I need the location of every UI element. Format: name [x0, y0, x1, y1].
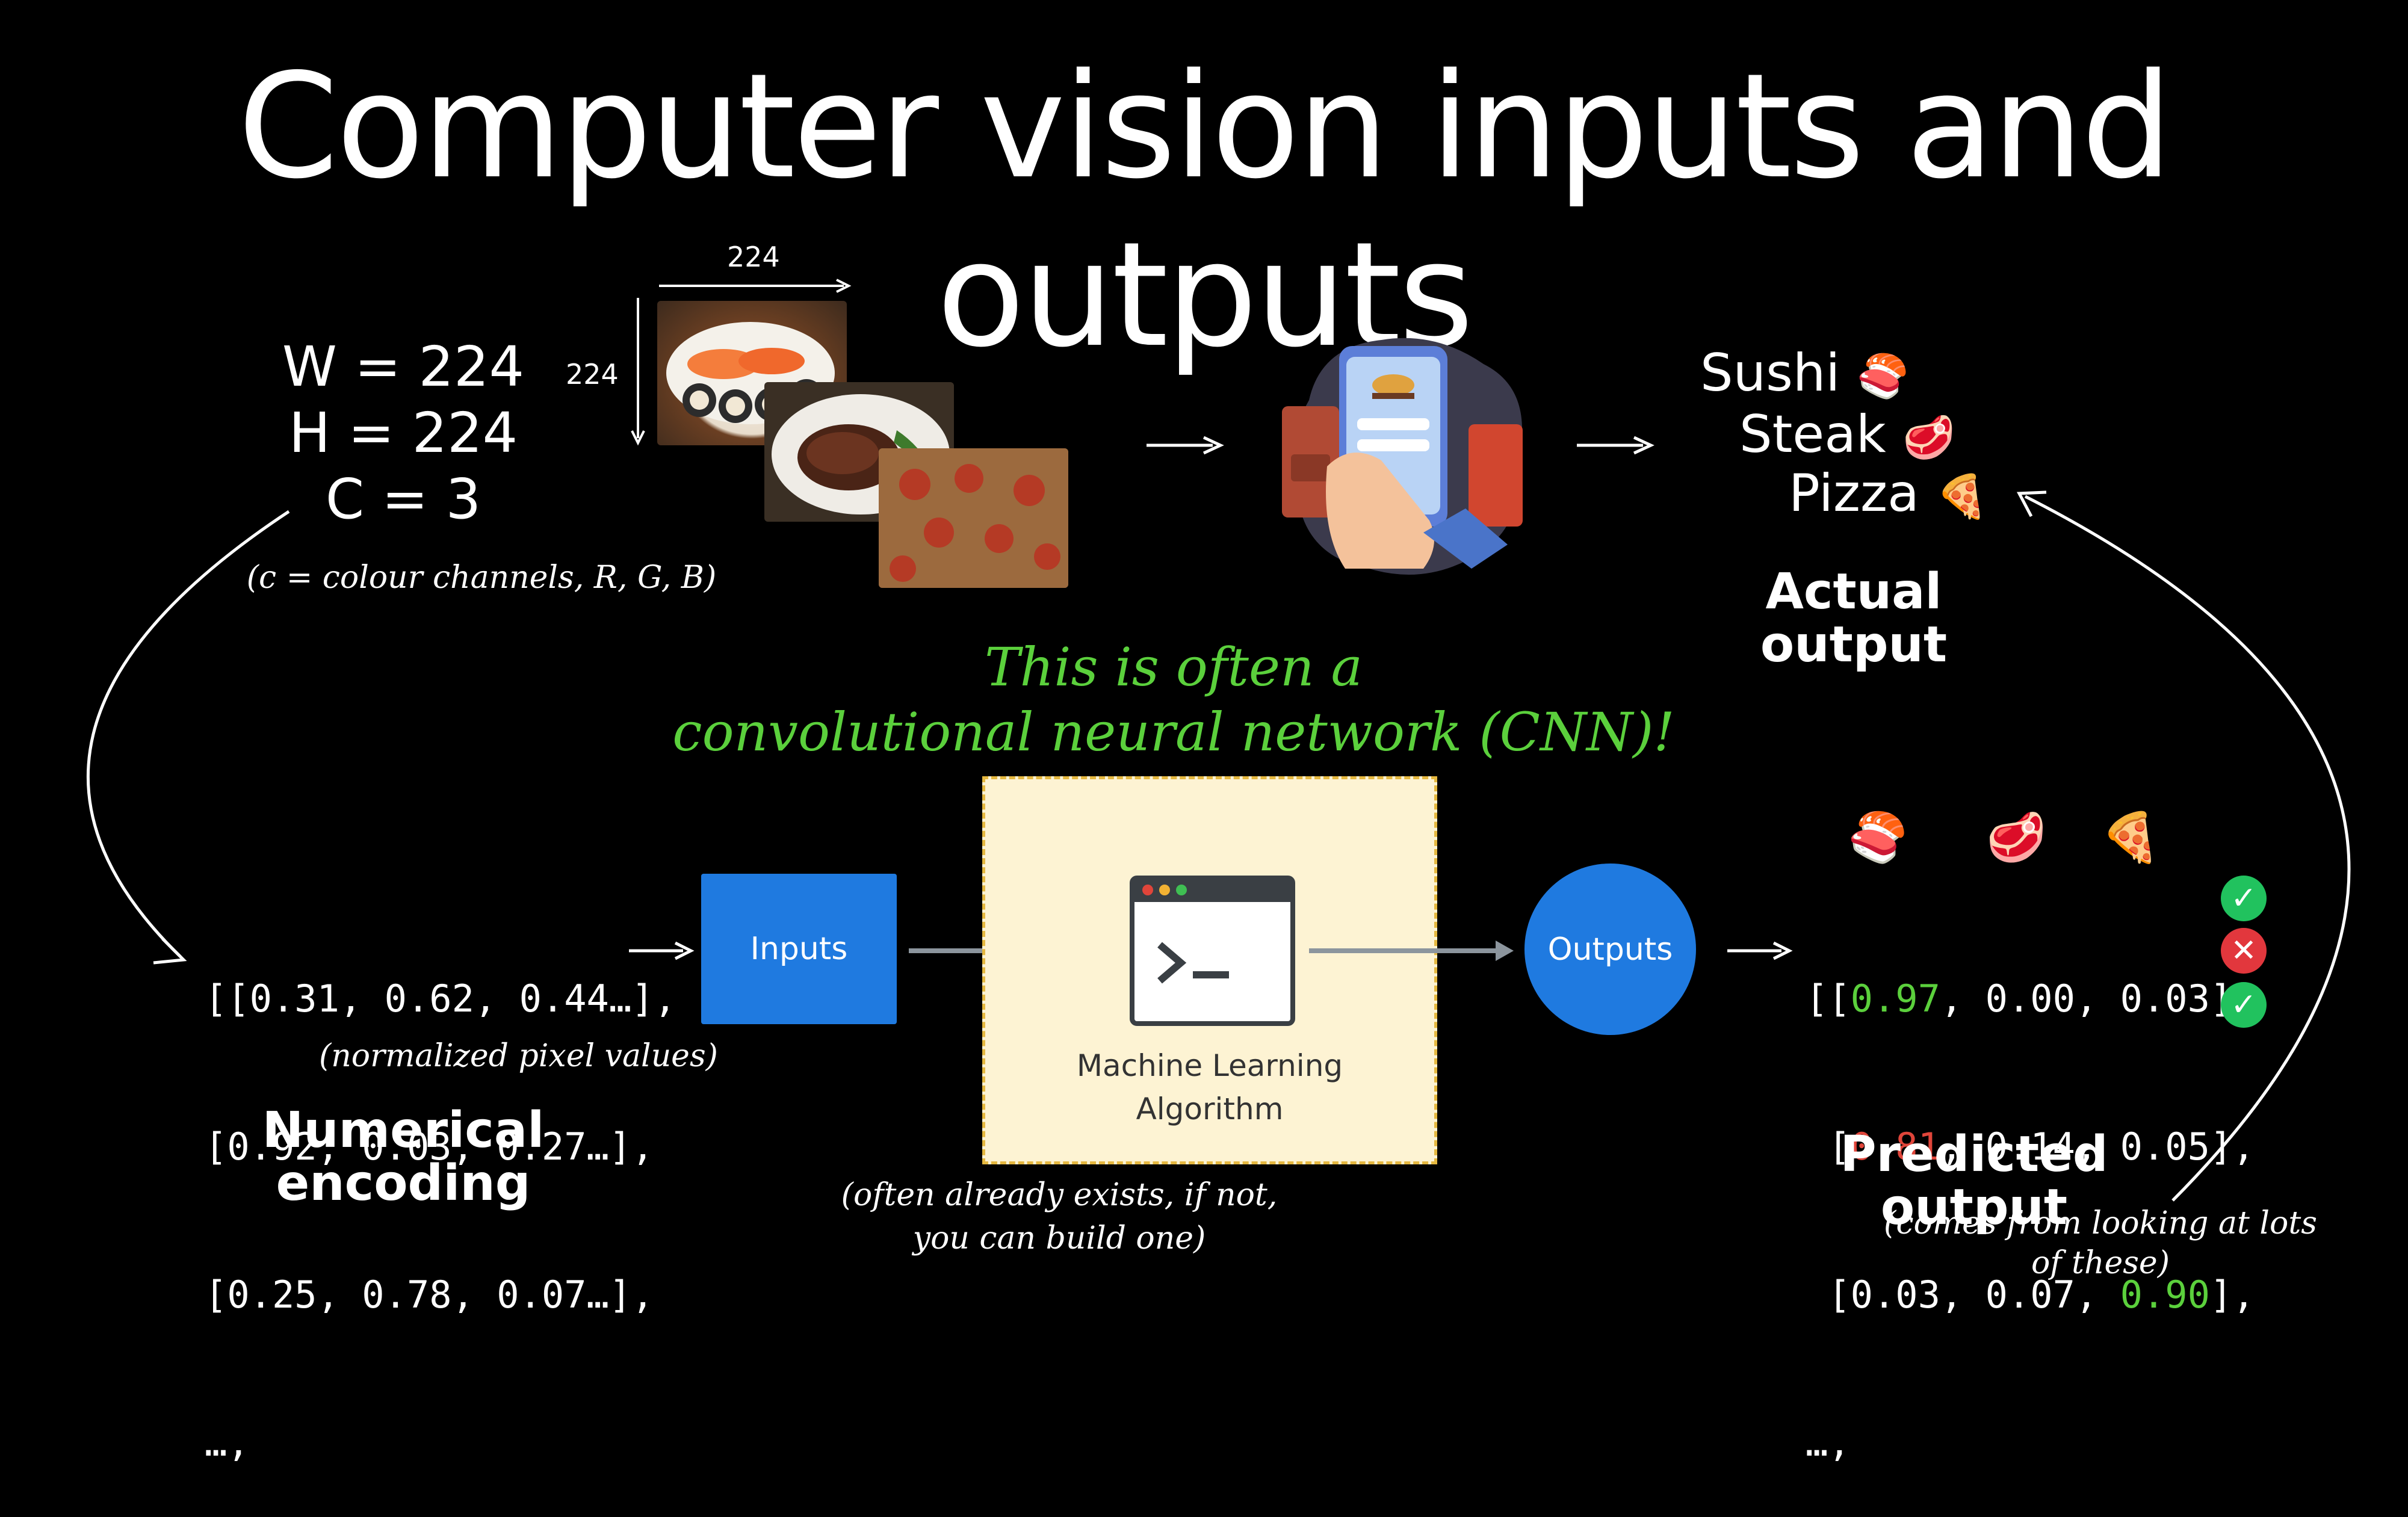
width-label: W = 224	[282, 335, 525, 399]
arrow-encoding-to-inputs	[629, 941, 695, 960]
pizza-image	[879, 448, 1068, 588]
encoding-row: [[0.31, 0.62, 0.44…],	[205, 977, 676, 1021]
flow-curves	[86, 490, 2351, 1202]
sushi-emoji-icon: 🍣	[1856, 351, 1909, 401]
numerical-encoding-values: [[0.31, 0.62, 0.44…], [0.92, 0.03, 0.27……	[205, 876, 676, 1517]
image-height-label: 224	[566, 358, 619, 391]
prediction-row: [0.81, 0.14, 0.05],	[1828, 1125, 2255, 1169]
actual-output-steak: Steak 🥩	[1739, 404, 1955, 465]
predicted-output-note: (comes from looking at lots of these)	[1884, 1205, 2317, 1281]
image-dimensions: W = 224 H = 224 C = 3	[253, 334, 554, 533]
check-icon: ✓	[2221, 982, 2267, 1028]
algorithm-box: Machine Learning Algorithm	[982, 776, 1437, 1164]
pizza-emoji-icon: 🍕	[2100, 809, 2161, 865]
algorithm-label: Machine Learning Algorithm	[1076, 1048, 1343, 1126]
arrow-outputs-to-predictions	[1727, 941, 1793, 960]
height-label: H = 224	[288, 401, 518, 465]
food-app-icon	[1273, 334, 1532, 578]
channels-note: (c = colour channels, R, G, B)	[246, 560, 717, 596]
sushi-emoji-icon: 🍣	[1848, 809, 1908, 865]
arrow-images-to-app	[1147, 436, 1224, 455]
actual-output-pizza: Pizza 🍕	[1789, 463, 1989, 524]
steak-emoji-icon: 🥩	[1902, 413, 1955, 462]
actual-output-label: Actual output	[1760, 563, 1948, 673]
arrow-app-to-output	[1577, 436, 1654, 455]
pizza-emoji-icon: 🍕	[1936, 472, 1989, 521]
numerical-encoding-label: Numerical encoding	[262, 1102, 545, 1212]
page-title: Computer vision inputs and outputs	[237, 42, 2173, 379]
height-arrow	[631, 298, 645, 446]
prediction-row: …,	[1806, 1421, 1851, 1465]
algorithm-note: (often already exists, if not, you can b…	[841, 1177, 1278, 1256]
prediction-row: [0.03, 0.07, 0.90],	[1828, 1273, 2255, 1317]
terminal-icon	[1130, 876, 1295, 1026]
encoding-row: [0.92, 0.03, 0.27…],	[205, 1125, 654, 1169]
cross-icon: ✕	[2221, 928, 2267, 974]
steak-emoji-icon: 🥩	[1986, 809, 2046, 865]
cnn-note: This is often a convolutional neural net…	[672, 636, 1675, 763]
actual-output-sushi: Sushi 🍣	[1700, 343, 1909, 403]
channels-label: C = 3	[325, 467, 481, 531]
inputs-box: Inputs	[701, 874, 897, 1024]
image-width-label: 224	[727, 241, 780, 273]
check-icon: ✓	[2221, 876, 2267, 921]
pixel-values-note: (normalized pixel values)	[319, 1038, 718, 1074]
encoding-row: [0.25, 0.78, 0.07…],	[205, 1273, 654, 1317]
arrow-algorithm-to-outputs	[1309, 941, 1514, 961]
outputs-circle: Outputs	[1524, 864, 1696, 1035]
predicted-output-label: Predicted output	[1840, 1126, 2108, 1236]
width-arrow	[659, 279, 852, 293]
encoding-row: …,	[205, 1421, 250, 1465]
